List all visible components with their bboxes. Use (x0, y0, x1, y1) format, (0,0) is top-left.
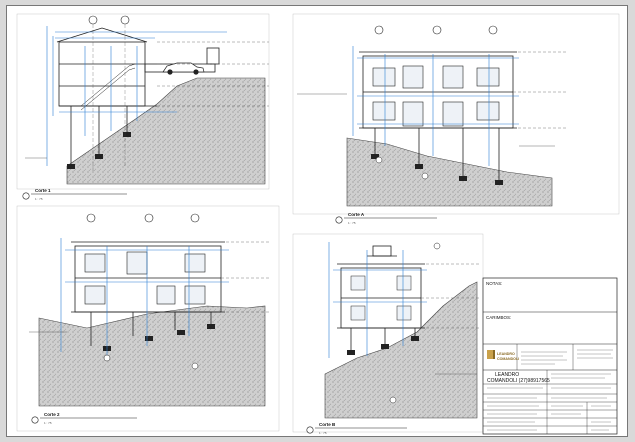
grid-markers-corte-a (374, 25, 498, 180)
section-title-corte-2: Corte 2 (44, 412, 60, 417)
section-title-corte-a: Corte A (348, 212, 365, 217)
section-scale-corte-b: 1 : 75 (319, 431, 327, 435)
grid-markers-corte-b (389, 242, 441, 404)
terrain-corte-2 (38, 305, 266, 407)
company-logo (487, 350, 495, 359)
grid-markers-corte-2 (86, 213, 200, 370)
author-name: LEANDRO (495, 372, 519, 378)
logo-line-1: LEANDRO (497, 352, 515, 356)
terrain-corte-a (346, 137, 553, 207)
section-scale-corte-a: 1 : 75 (348, 221, 356, 225)
section-title-corte-1: Corte 1 (35, 188, 51, 193)
section-corte-1 (16, 13, 270, 200)
section-scale-corte-2: 1 : 75 (44, 421, 52, 425)
section-corte-2 (16, 205, 280, 432)
terrain-corte-b (324, 281, 478, 419)
car-icon (162, 62, 205, 75)
title-block (482, 277, 618, 435)
grid-markers-corte-1 (88, 15, 130, 171)
terrain-corte-1 (66, 77, 266, 185)
author-contact: COMANDOLI (27)98917565 (487, 378, 550, 384)
sheet-drawing: Corte 1 1 : 75 (16, 13, 620, 435)
notes-label: NOTAS: (486, 281, 502, 286)
section-corte-b (292, 233, 484, 434)
logo-line-2: COMANDOLI (497, 357, 519, 361)
section-corte-a (292, 13, 620, 224)
stamps-label: CARIMBOS: (486, 315, 511, 320)
section-scale-corte-1: 1 : 75 (35, 197, 43, 201)
drawing-sheet: Corte 1 1 : 75 (6, 5, 628, 437)
section-title-corte-b: Corte B (319, 422, 336, 427)
